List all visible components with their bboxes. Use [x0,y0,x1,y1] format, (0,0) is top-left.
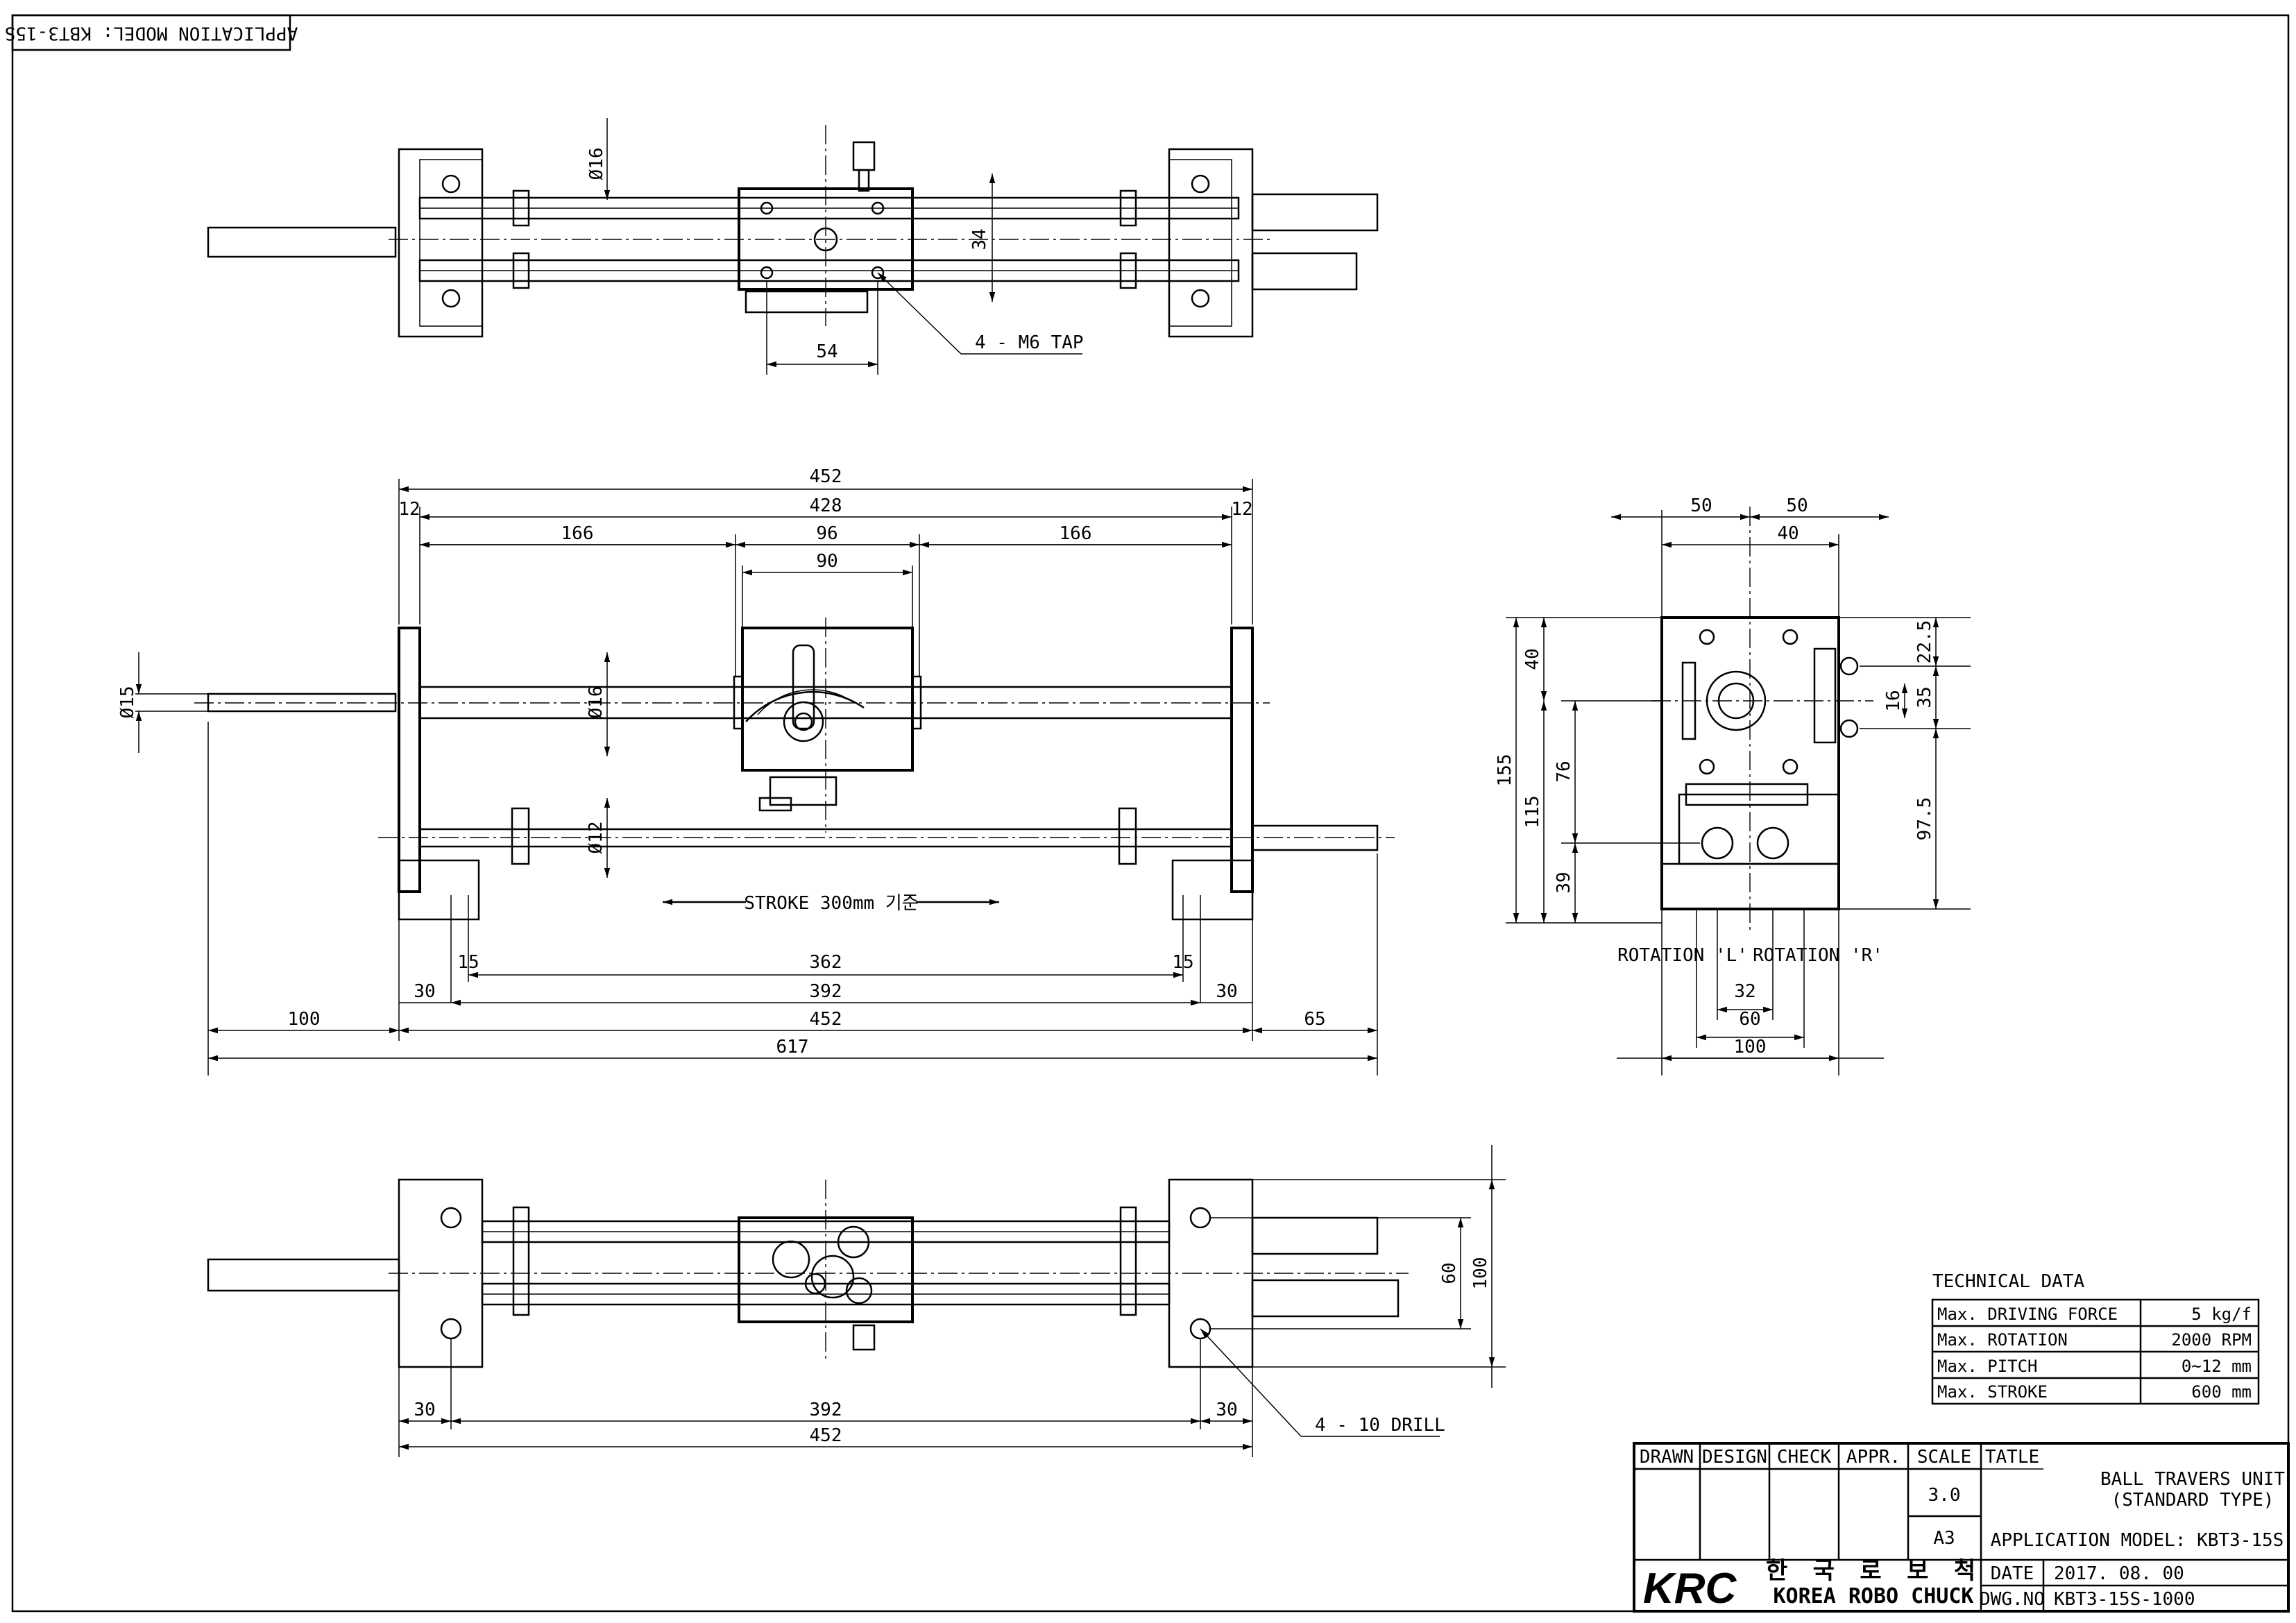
front-dim-30-left: 30 [414,981,435,1002]
side-dim-50-left: 50 [1690,495,1712,516]
front-dim-96: 96 [816,523,837,544]
front-dim-392: 392 [810,981,842,1002]
front-dim-phi15: Ø15 [117,686,138,719]
application-banner-text: APPLICATION MODEL: KBT3-15S [5,23,298,44]
application-banner: APPLICATION MODEL: KBT3-15S [5,14,298,51]
tb-header-scale: SCALE [1917,1447,1971,1468]
side-dim-32: 32 [1734,981,1755,1002]
tech-row-2-label: Max. PITCH [1937,1357,2038,1376]
top-dim-34: 34 [969,228,990,250]
side-view: 50 50 40 155 115 40 76 39 22.5 16 35 97.… [1495,495,1971,1076]
front-dim-100: 100 [288,1009,321,1030]
tb-company-korean: 한 국 로 보 척 [1766,1557,1981,1585]
side-dim-60: 60 [1739,1009,1760,1030]
tb-dwg-label: DWG.NO [1980,1589,2045,1610]
tb-application-model: APPLICATION MODEL: KBT3-15S [1991,1530,2284,1551]
tb-header-appr: APPR. [1846,1447,1900,1468]
tech-row-1-label: Max. ROTATION [1937,1330,2068,1350]
tb-dwg-value: KBT3-15S-1000 [2054,1589,2195,1610]
side-dim-39: 39 [1554,872,1574,893]
top-dim-54: 54 [816,341,837,362]
tb-date-label: DATE [1991,1563,2034,1584]
bottom-dim-60: 60 [1439,1262,1460,1284]
front-view: 452 428 12 12 166 96 166 90 Ø15 Ø16 Ø12 … [117,466,1395,1076]
tb-tatle-label: TATLE [1985,1447,2039,1468]
tb-header-check: CHECK [1777,1447,1832,1468]
bottom-dim-392: 392 [810,1400,842,1420]
tb-title-line1: BALL TRAVERS UNIT [2100,1469,2285,1490]
top-callout-tap: 4 - M6 TAP [975,332,1084,353]
tb-header-design: DESIGN [1702,1447,1767,1468]
front-dim-15-right: 15 [1172,952,1193,973]
tb-title-line2: (STANDARD TYPE) [2111,1490,2274,1511]
tb-scale-value: 3.0 [1928,1485,1961,1506]
tech-row-1-value: 2000 RPM [2171,1330,2252,1350]
bottom-view: 60 100 30 392 30 452 4 - 10 DRILL [207,1145,1506,1457]
front-dim-90: 90 [816,551,837,572]
front-dim-452-bottom: 452 [810,1009,842,1030]
front-dim-12-right: 12 [1231,499,1252,520]
tb-company-english: KOREA ROBO CHUCK [1774,1584,1974,1608]
side-dim-50-right: 50 [1786,495,1808,516]
front-dim-30-right: 30 [1216,981,1237,1002]
front-stroke-label: STROKE 300mm 기준 [744,893,918,914]
side-dim-115: 115 [1522,796,1543,829]
front-dim-362: 362 [810,952,842,973]
front-dim-617: 617 [776,1037,809,1057]
side-rotation-left: ROTATION 'L' [1617,945,1748,966]
technical-data-table: TECHNICAL DATA Max. DRIVING FORCE 5 kg/f… [1931,1271,2260,1405]
side-rotation-right: ROTATION 'R' [1753,945,1883,966]
bottom-dim-100: 100 [1470,1257,1491,1290]
tech-row-3-label: Max. STROKE [1937,1382,2048,1402]
side-dim-35: 35 [1914,686,1935,708]
title-block: DRAWN DESIGN CHECK APPR. SCALE 3.0 A3 TA… [1633,1442,2290,1613]
side-dim-22-5: 22.5 [1914,620,1935,664]
tb-paper-size: A3 [1933,1528,1955,1549]
bottom-dim-452: 452 [810,1425,842,1446]
side-dim-40-top: 40 [1777,523,1798,544]
front-dim-65: 65 [1304,1009,1325,1030]
bottom-callout-drill: 4 - 10 DRILL [1315,1415,1445,1436]
top-view: Ø16 34 54 4 - M6 TAP [207,118,1379,375]
front-dim-phi12: Ø12 [586,822,606,854]
tb-header-drawn: DRAWN [1640,1447,1694,1468]
side-dim-97-5: 97.5 [1914,797,1935,841]
tech-row-0-value: 5 kg/f [2191,1305,2252,1324]
front-dim-12-left: 12 [398,499,420,520]
side-dim-100: 100 [1734,1037,1767,1057]
side-dim-16: 16 [1883,690,1904,711]
side-dim-40-left: 40 [1522,648,1543,670]
side-dim-76: 76 [1554,760,1574,782]
front-dim-phi16: Ø16 [586,686,606,719]
front-dim-166-left: 166 [561,523,594,544]
bottom-dim-30-right: 30 [1216,1400,1237,1420]
front-dim-166-right: 166 [1060,523,1092,544]
front-dim-428: 428 [810,495,842,516]
front-dim-15-left: 15 [457,952,479,973]
tech-row-0-label: Max. DRIVING FORCE [1937,1305,2118,1324]
bottom-dim-30-left: 30 [414,1400,435,1420]
tb-date-value: 2017. 08. 00 [2054,1563,2184,1584]
top-dim-phi16: Ø16 [586,148,607,180]
front-dim-452-top: 452 [810,466,842,487]
sheet-border [11,14,2290,1613]
tech-row-2-value: 0~12 mm [2182,1357,2252,1376]
side-dim-155: 155 [1495,754,1515,787]
technical-data-title: TECHNICAL DATA [1932,1271,2084,1292]
tb-logo: KRC [1643,1565,1737,1613]
tech-row-3-value: 600 mm [2191,1382,2252,1402]
